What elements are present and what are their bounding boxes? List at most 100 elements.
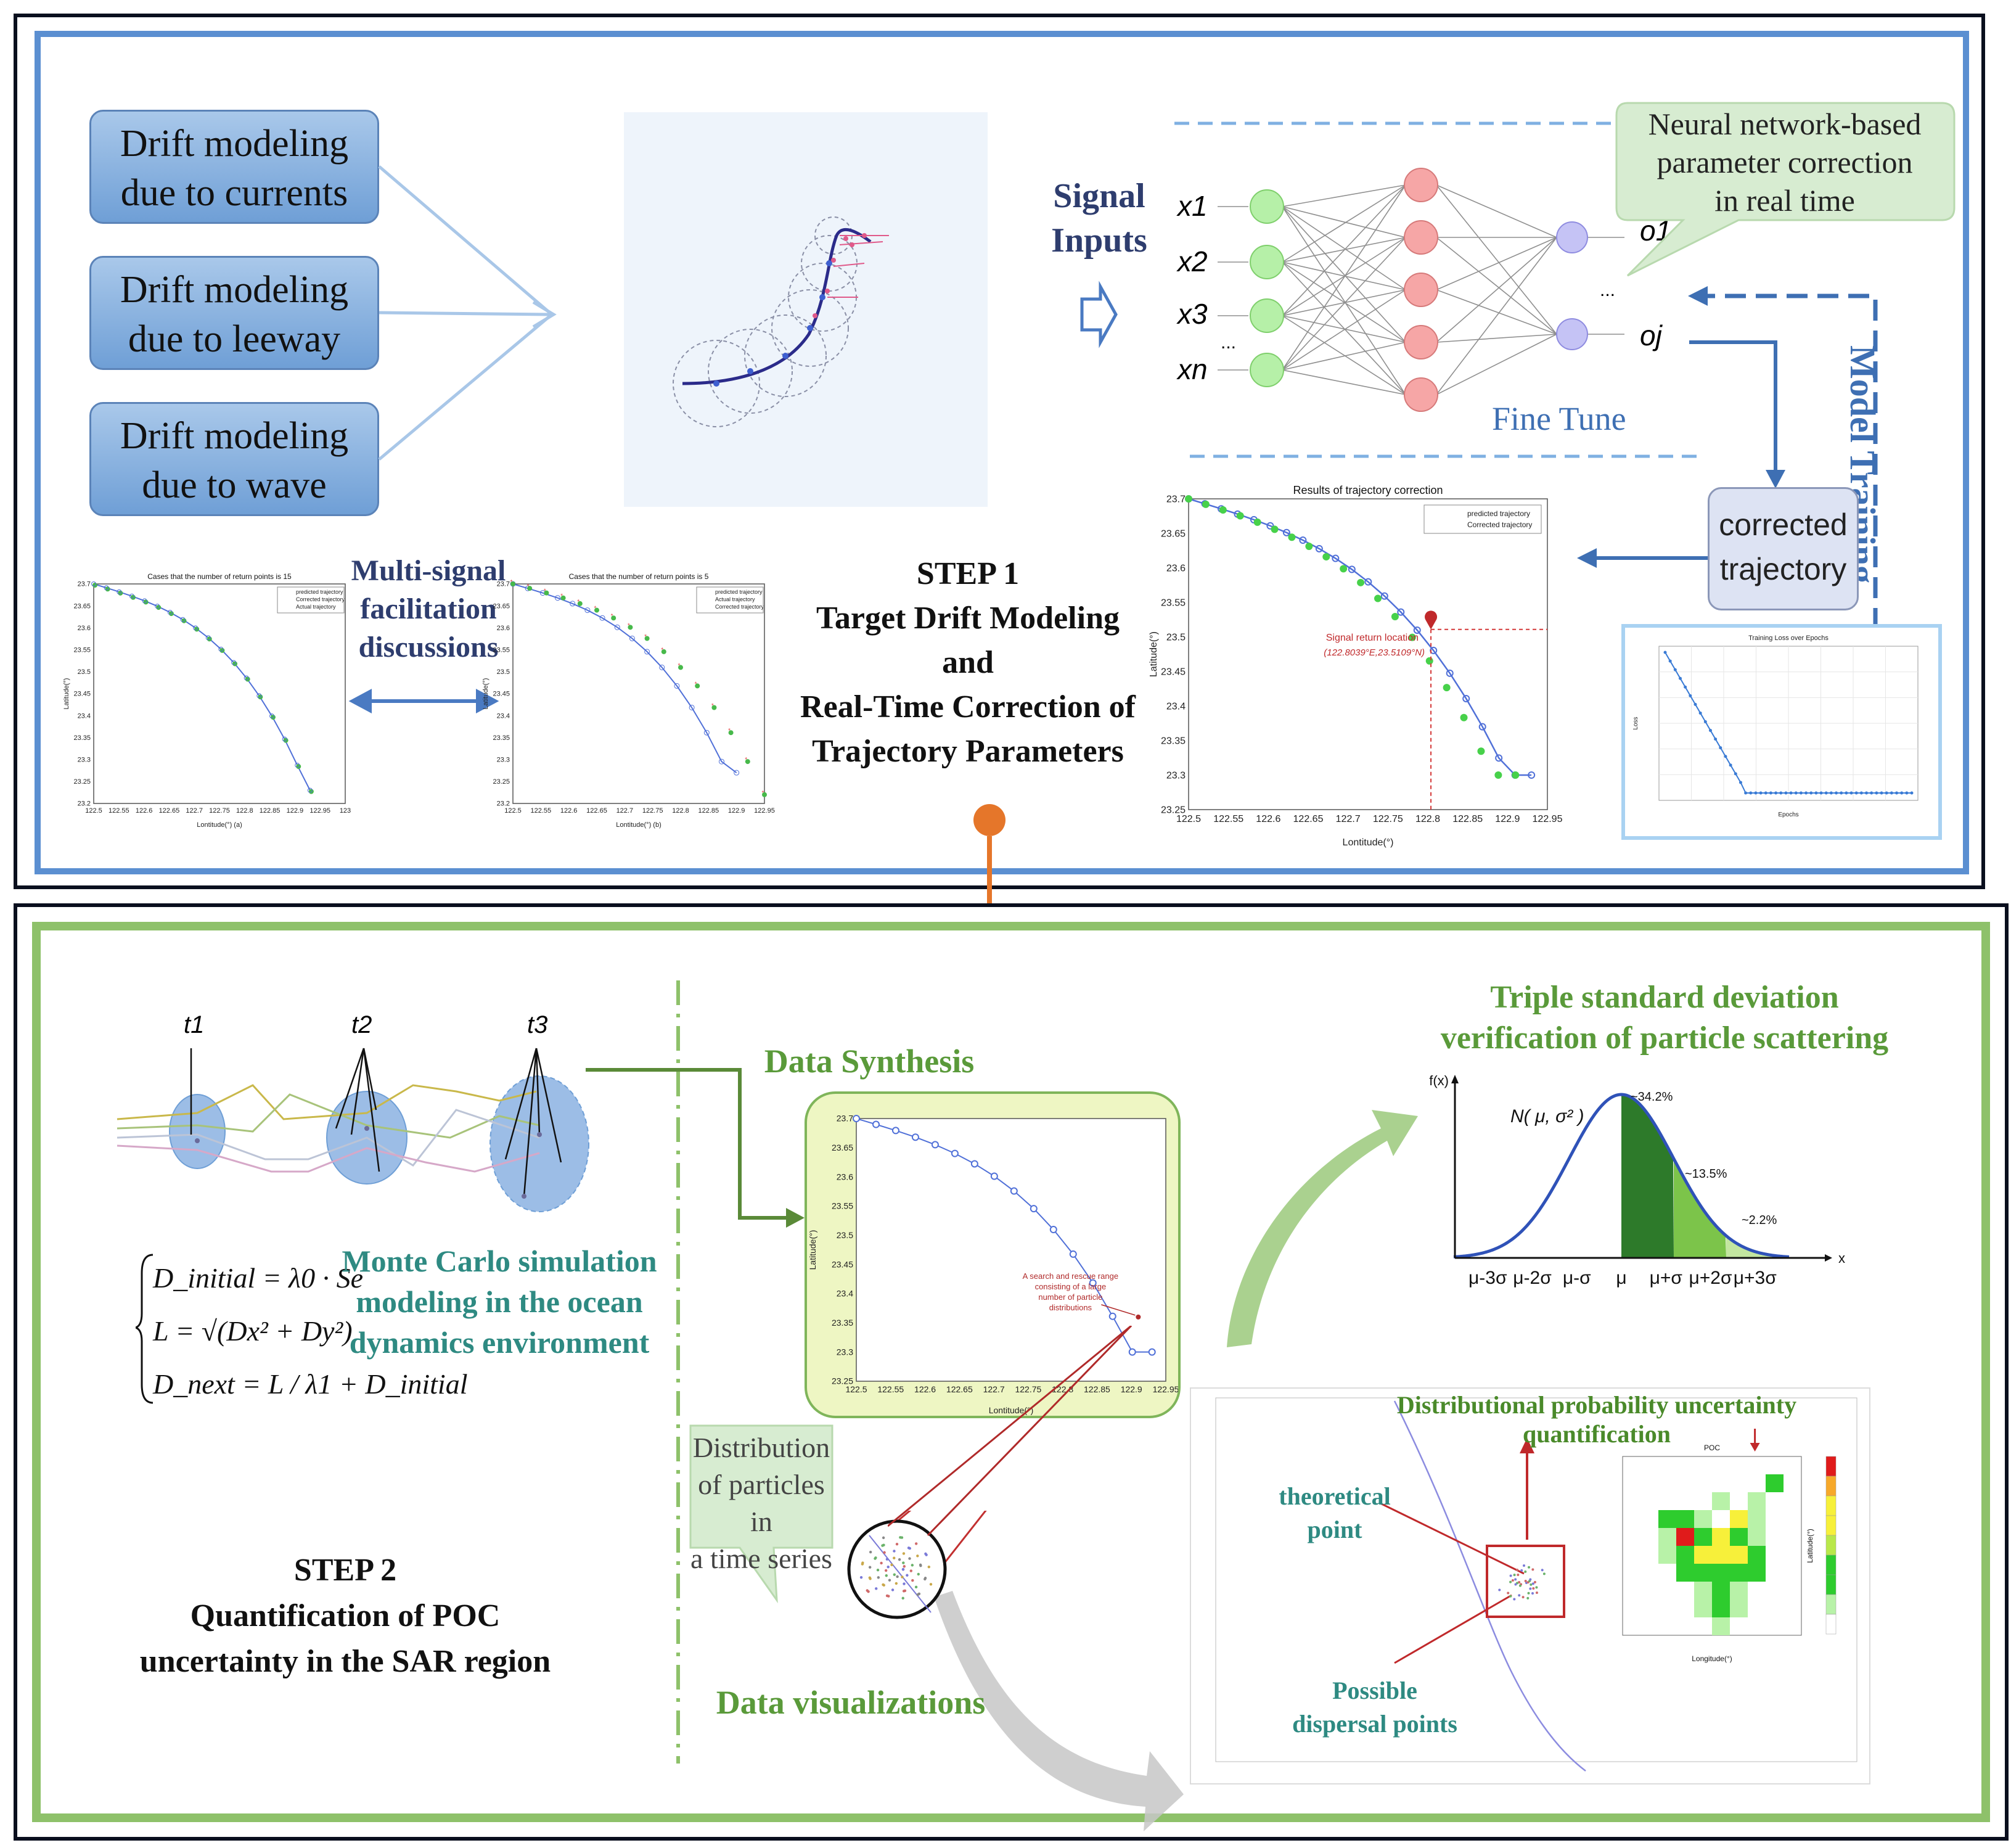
x-axis-label: Lontitude(°) (b) (616, 821, 661, 829)
dispersal-dot (1535, 1591, 1538, 1594)
y-tick-label: 23.7 (78, 581, 91, 588)
nn-edge (1436, 289, 1557, 335)
poc-cell (1748, 1546, 1766, 1564)
particle-dot (868, 1566, 872, 1569)
corrected-point (1460, 713, 1468, 721)
loss-point (1910, 791, 1914, 795)
loss-point (1835, 791, 1838, 795)
formula-line3: D_next = L / λ1 + D_initial (153, 1368, 468, 1400)
loss-point (1678, 676, 1682, 680)
actual-point: * (728, 728, 731, 734)
particle-dot (917, 1572, 920, 1576)
dispersal-dot (1528, 1566, 1531, 1569)
particle-dot (909, 1569, 913, 1572)
drift-box-wave-line1: Drift modeling (120, 415, 349, 457)
poc-cell (1658, 1510, 1676, 1528)
actual-point: * (711, 702, 714, 709)
corrected-point (762, 792, 767, 797)
y-tick-label: 23.2 (78, 800, 91, 808)
corrected-point (577, 601, 583, 606)
band-3sd (1726, 1236, 1779, 1258)
y-tick-label: 23.35 (493, 734, 510, 742)
particle-dot (901, 1575, 904, 1579)
corrected-point (1219, 506, 1227, 514)
corrected-point (296, 764, 301, 770)
nn-edge (1436, 334, 1557, 343)
colorbar-cell (1825, 1614, 1837, 1635)
legend-entry: Corrected trajectory (296, 596, 345, 602)
predicted-point (117, 589, 122, 594)
loss-xlabel: Epochs (1778, 811, 1798, 818)
poc-ylabel: Latitude(°) (1806, 1529, 1814, 1563)
y-tick-label: 23.5 (1166, 632, 1186, 643)
y-tick-label: 23.7 (497, 581, 510, 588)
y-axis-label: Latitude(°) (808, 1230, 817, 1270)
actual-point: * (745, 757, 747, 763)
y-tick-label: 23.65 (73, 602, 91, 610)
poc-title: POC (1704, 1443, 1720, 1452)
dispersal-dot (1529, 1578, 1532, 1581)
corrected-point (728, 730, 734, 736)
particle-dot (895, 1582, 898, 1585)
x-tick-label: 122.75 (1015, 1384, 1041, 1394)
x-tick-label: 122.5 (845, 1384, 867, 1394)
loss-point (1694, 702, 1697, 706)
corrected-point (1340, 565, 1348, 573)
nn-edge (1282, 261, 1406, 395)
nn-callout-line1: Neural network-based (1648, 107, 1922, 141)
particle-dot (919, 1564, 922, 1567)
dispersal-dot (1523, 1564, 1525, 1567)
predicted-point (872, 1120, 880, 1128)
annotation-line: A search and rescue range (1023, 1271, 1118, 1281)
y-tick-label: 23.2 (497, 800, 510, 808)
loss-point (1734, 772, 1737, 776)
chart-title: Results of trajectory correction (1293, 484, 1443, 496)
x-tick-label: 122.5 (1176, 814, 1201, 824)
predicted-point (1478, 723, 1486, 731)
predicted-point (180, 617, 186, 622)
nn-hidden-node (1404, 325, 1438, 359)
nn-input-node (1250, 245, 1284, 279)
particle-dot (903, 1565, 906, 1568)
zoom-arrow-head (1520, 1438, 1534, 1453)
time-t3: t3 (527, 1011, 547, 1038)
time-t2: t2 (351, 1011, 372, 1038)
predicted-point (584, 607, 591, 614)
dispersal-dot (1522, 1596, 1525, 1599)
loss-point (1819, 791, 1823, 795)
y-tick-label: 23.55 (493, 646, 510, 654)
corrected-point (283, 737, 289, 743)
actual-point: * (644, 633, 647, 640)
step1-title-line4: Real-Time Correction of (800, 689, 1136, 725)
band-1sd (1621, 1094, 1674, 1258)
actual-point: * (594, 606, 596, 612)
x-tick-label: 122.65 (946, 1384, 973, 1394)
drift-box-currents-line2: due to currents (120, 172, 348, 214)
monte-carlo-line2: modeling in the ocean (356, 1284, 643, 1319)
nn-callout-line3: in real time (1714, 183, 1855, 218)
y-tick-label: 23.6 (1166, 563, 1186, 573)
particle-dot (885, 1574, 888, 1577)
particle-dot (884, 1569, 888, 1572)
corrected-point (118, 590, 123, 596)
drift-box-leeway-line1: Drift modeling (120, 269, 349, 311)
dispersal-dot (1518, 1584, 1522, 1587)
particle-dot (908, 1557, 911, 1560)
corrected-point (207, 636, 212, 642)
pct-34: ~34.2% (1631, 1090, 1673, 1104)
predicted-point (931, 1141, 939, 1149)
particle-dot (875, 1587, 878, 1590)
nn-edge (1282, 206, 1406, 395)
corrected-point (611, 615, 616, 621)
drift-box-currents-line1: Drift modeling (120, 123, 349, 165)
particle-dot (893, 1556, 896, 1559)
nn-edge (1282, 184, 1406, 371)
predicted-point (689, 704, 695, 710)
corrected-point (1305, 543, 1313, 551)
chart-b: Cases that the number of return points i… (482, 572, 775, 829)
corrected-point (143, 599, 149, 605)
nn-input-node (1250, 189, 1284, 224)
corrected-point (194, 626, 200, 632)
predicted-point (1495, 754, 1503, 762)
